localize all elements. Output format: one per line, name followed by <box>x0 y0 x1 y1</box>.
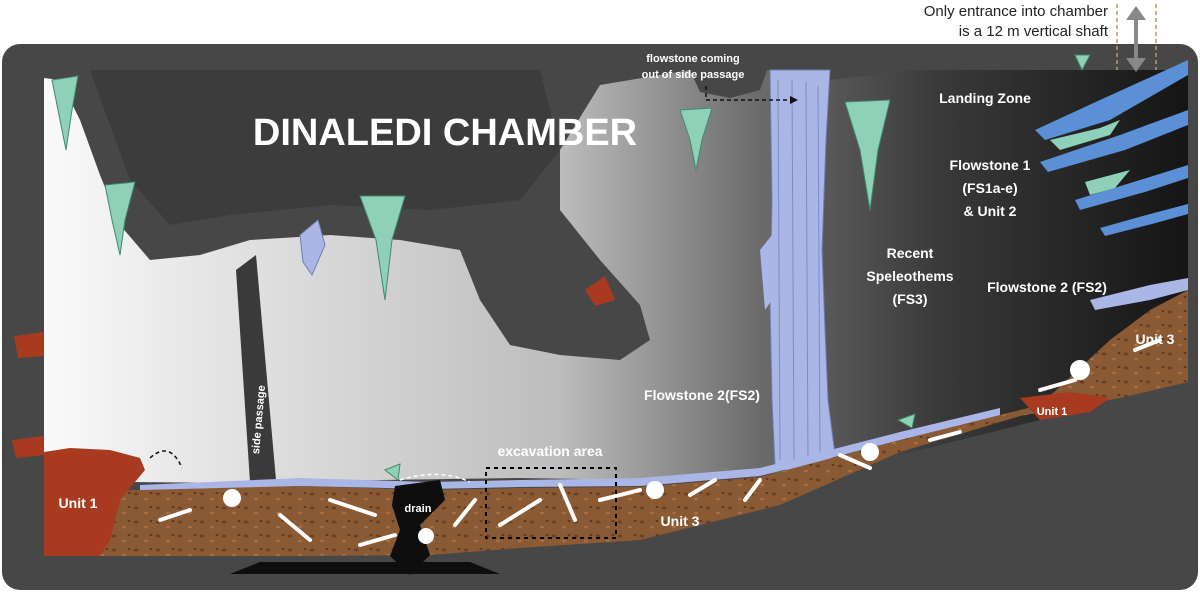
sediment-unit1-left <box>44 448 145 556</box>
flowstone1-label-1: Flowstone 1 <box>950 157 1031 173</box>
speleothems <box>51 54 1091 481</box>
arrow-side-flow <box>705 86 790 101</box>
entrance-note-line2: is a 12 m vertical shaft <box>959 23 1109 40</box>
wall-block-2 <box>12 436 44 458</box>
recent-speleothems-label-2: Speleothems <box>866 268 953 284</box>
sediment-unit3 <box>44 290 1188 556</box>
flowstone2-center-label: Flowstone 2(FS2) <box>644 387 760 403</box>
flowstone-side-label-1: flowstone coming <box>646 53 740 65</box>
side-passage <box>236 255 276 482</box>
wall-block-1 <box>14 332 44 358</box>
arrow-side-flow-head <box>790 96 798 104</box>
flowstone-small <box>299 219 326 277</box>
unit3-center-label: Unit 3 <box>661 513 700 529</box>
drain-base <box>230 562 500 574</box>
flowstone-drip <box>760 235 772 310</box>
flowstone1-shelves <box>1035 60 1188 310</box>
flowstone2-right-label: Flowstone 2 (FS2) <box>987 279 1107 295</box>
shaft-arrow <box>1126 6 1146 72</box>
ceiling-rock-dark <box>90 70 560 225</box>
ceiling-block <box>585 276 615 306</box>
recent-speleothems-label-3: (FS3) <box>893 291 928 307</box>
flowstone1-label-2: (FS1a-e) <box>962 180 1017 196</box>
bones <box>158 338 1162 547</box>
flowstone-side-label-2: out of side passage <box>642 69 745 81</box>
excavation-box <box>485 467 617 539</box>
floor-flowstone <box>140 408 1000 492</box>
drain-label: drain <box>405 503 432 515</box>
recent-speleothems-label-1: Recent <box>887 245 934 261</box>
entrance-note-line1: Only entrance into chamber <box>924 3 1108 20</box>
drain-shaft <box>390 480 445 575</box>
chamber-title: DINALEDI CHAMBER <box>253 112 637 154</box>
flowstone1-label-3: & Unit 2 <box>964 203 1017 219</box>
side-passage-label: side passage <box>250 385 268 455</box>
unit1-left-label: Unit 1 <box>59 495 98 511</box>
unit1-right-label: Unit 1 <box>1037 406 1068 418</box>
flowstone-column-streaks <box>777 79 821 466</box>
arrow-unit1 <box>149 450 183 469</box>
excavation-area-label: excavation area <box>497 443 602 459</box>
sediment-unit1-right <box>1020 392 1110 420</box>
arrow-drain <box>399 473 471 483</box>
landing-zone-label: Landing Zone <box>939 90 1031 106</box>
unit3-right-label: Unit 3 <box>1136 331 1175 347</box>
